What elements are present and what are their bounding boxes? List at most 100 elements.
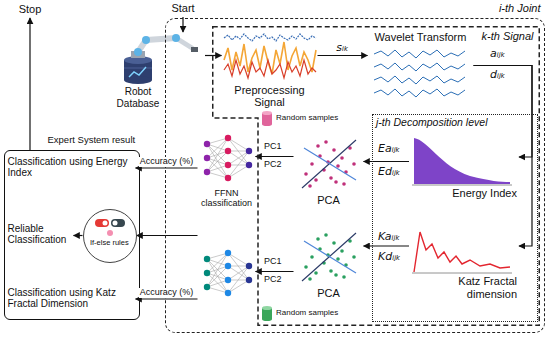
raw-signal-plot bbox=[224, 60, 316, 78]
katz-plot bbox=[412, 273, 512, 274]
energy-histogram bbox=[414, 138, 510, 184]
node-label: i-th Joint bbox=[465, 2, 541, 15]
node-label: If-else rules bbox=[84, 239, 134, 248]
robot-icon bbox=[124, 34, 198, 84]
joint-region: i-th Jointk-th SignalPreprocessing Signa… bbox=[165, 18, 545, 333]
node-label: Start bbox=[163, 2, 203, 15]
annotation-label: PC1 bbox=[264, 142, 282, 152]
flow-arrow bbox=[137, 235, 198, 236]
feature-box: Energy Index bbox=[409, 131, 519, 211]
flow-arrow bbox=[256, 271, 294, 272]
raw-signal-plot bbox=[224, 34, 316, 78]
rules-icon bbox=[95, 219, 109, 227]
node-label: Classification using Energy Index bbox=[8, 156, 136, 179]
robot-icon bbox=[172, 34, 180, 42]
node-label: PCA bbox=[294, 287, 364, 300]
node-label: Katz Fractal dimension bbox=[429, 275, 517, 300]
robot-database: Robot Database bbox=[100, 32, 205, 112]
database-icon bbox=[262, 122, 272, 126]
annotation-label: Random samples bbox=[276, 309, 338, 318]
expert-box: Expert System resultClassification using… bbox=[4, 150, 140, 320]
neural-network bbox=[225, 277, 231, 283]
node-label: Classification using Katz Fractal Dimens… bbox=[8, 287, 136, 310]
flow-arrow bbox=[182, 17, 183, 32]
node-label: PCA bbox=[294, 194, 364, 207]
wavelet-plot bbox=[374, 50, 465, 97]
rules-icon bbox=[111, 219, 125, 227]
rules-icon bbox=[103, 221, 108, 226]
energy-histogram bbox=[412, 185, 512, 186]
flow-arrow bbox=[474, 66, 533, 247]
katz-plot bbox=[414, 232, 510, 272]
wavelet-plot bbox=[374, 89, 465, 97]
neural-network bbox=[246, 263, 252, 269]
neural-network bbox=[207, 138, 249, 178]
neural-network bbox=[204, 169, 210, 175]
process-box: Wavelet Transform bbox=[368, 30, 474, 102]
node-label: FFNN classification bbox=[198, 188, 256, 209]
flow-arrow bbox=[136, 167, 198, 168]
database-icon bbox=[262, 317, 272, 321]
neural-network bbox=[204, 270, 210, 276]
node-label: Wavelet Transform bbox=[368, 31, 474, 44]
neural-network bbox=[204, 135, 252, 181]
raw-signal-plot bbox=[224, 34, 316, 41]
result-text: Reliable Classification bbox=[8, 223, 74, 248]
terminal-text: Stop bbox=[10, 3, 50, 18]
rules-icon bbox=[107, 230, 113, 236]
neural-network bbox=[207, 253, 249, 293]
edge-label: Accuracy (%) bbox=[139, 157, 195, 167]
annotation-label: Random samples bbox=[276, 114, 338, 123]
database-icon bbox=[262, 111, 272, 126]
neural-network bbox=[225, 135, 231, 141]
signal-name: dᵢⱼₖ bbox=[490, 69, 506, 81]
database-icon bbox=[262, 111, 272, 115]
annotation-label: PC1 bbox=[264, 257, 282, 267]
annotation-label: PC2 bbox=[264, 275, 282, 285]
pca-scatter bbox=[302, 233, 356, 281]
node-label: Preprocessing Signal bbox=[222, 84, 318, 109]
pca-scatter bbox=[302, 140, 356, 188]
level-region: j-th Decomposition levelEnergy IndexKatz… bbox=[372, 114, 538, 322]
classifier-box: FFNN classification bbox=[198, 130, 256, 305]
neural-network bbox=[204, 284, 210, 290]
result-text: Classification using Energy Index bbox=[8, 156, 136, 181]
node-label: Robot Database bbox=[110, 86, 166, 109]
robot-icon bbox=[142, 36, 150, 44]
katz-plot bbox=[412, 232, 512, 273]
neural-network bbox=[225, 263, 231, 269]
neural-network bbox=[204, 256, 210, 262]
edge-label: Accuracy (%) bbox=[139, 288, 195, 298]
result-text: Classification using Katz Fractal Dimens… bbox=[8, 287, 136, 312]
flow-arrow bbox=[318, 55, 368, 56]
annotation-label: PC2 bbox=[264, 160, 282, 170]
wavelet-plot bbox=[374, 63, 465, 71]
flow-arrow bbox=[205, 55, 222, 56]
pca-box: PCA bbox=[294, 132, 364, 212]
node-label: Stop bbox=[10, 3, 50, 16]
neural-network bbox=[225, 250, 231, 256]
robot-icon bbox=[124, 68, 152, 69]
robot-icon bbox=[134, 48, 142, 56]
node-label: j-th Decomposition level bbox=[376, 116, 526, 128]
edge-label: sᵢₖ bbox=[335, 42, 349, 54]
flow-arrow bbox=[474, 66, 533, 158]
energy-histogram bbox=[412, 138, 512, 185]
neural-network bbox=[204, 250, 252, 296]
process-box: Preprocessing Signal bbox=[222, 30, 318, 112]
pca-scatter bbox=[302, 233, 356, 281]
signal-region: k-th SignalPreprocessing SignalWavelet T… bbox=[212, 26, 540, 326]
pca-scatter bbox=[302, 140, 356, 188]
robot-icon bbox=[191, 47, 198, 52]
neural-network bbox=[204, 141, 210, 147]
robot-icon bbox=[146, 38, 176, 40]
flow-arrow bbox=[256, 156, 294, 157]
pca-box: PCA bbox=[294, 225, 364, 305]
neural-network bbox=[204, 155, 210, 161]
signal-name: aᵢⱼₖ bbox=[490, 48, 505, 60]
node-label: Reliable Classification bbox=[8, 223, 74, 246]
neural-network bbox=[225, 290, 231, 296]
neural-network bbox=[246, 148, 252, 154]
neural-network bbox=[225, 148, 231, 154]
